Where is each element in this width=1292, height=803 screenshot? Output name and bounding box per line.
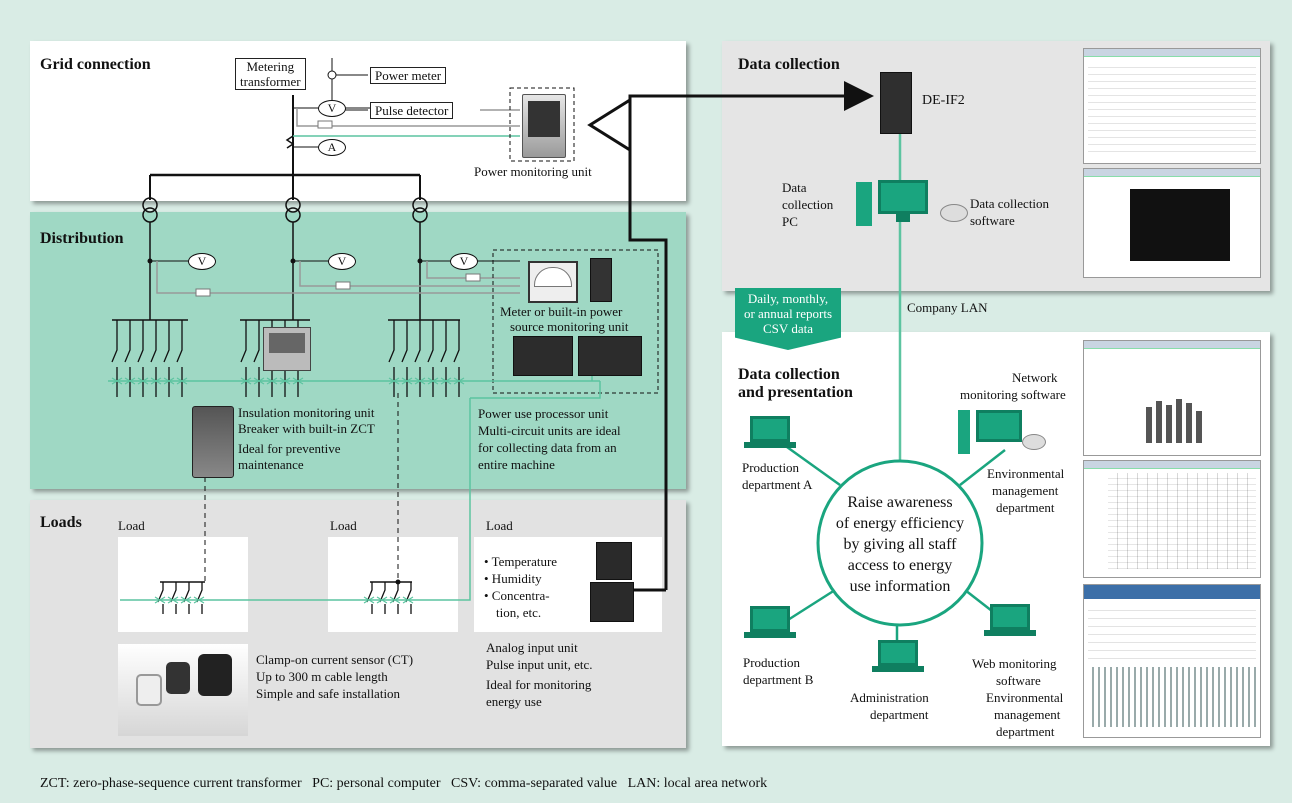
admin-text-1: Administration <box>850 690 929 705</box>
processor-text-3: for collecting data from an <box>478 440 617 455</box>
analog-unit-icon-2 <box>590 582 634 622</box>
heading-presentation-2: and presentation <box>738 384 853 401</box>
software-label-1: Data collection <box>970 196 1050 211</box>
software-label-2: software <box>970 213 1015 228</box>
processor-text-2: Multi-circuit units are ideal <box>478 423 621 438</box>
env-text-3: department <box>996 500 1055 515</box>
reports-badge: Daily, monthly, or annual reports CSV da… <box>735 288 841 350</box>
insulation-text-3: Ideal for preventive <box>238 441 341 456</box>
web-text-5: department <box>996 724 1055 739</box>
insulation-text-2: Breaker with built-in ZCT <box>238 421 375 436</box>
screenshot-graph <box>1083 168 1261 278</box>
heading-data-collection: Data collection <box>738 56 840 73</box>
screenshot-table <box>1083 48 1261 164</box>
load-box-2 <box>328 537 458 632</box>
pc-label-1: Data <box>782 180 807 195</box>
load-label-1: Load <box>118 518 145 533</box>
laptop-icon-prod-a <box>744 416 796 450</box>
processor-text-4: entire machine <box>478 457 555 472</box>
sensor-bullet-1: • Temperature <box>484 554 558 569</box>
meter-label-2: source monitoring unit <box>510 319 629 334</box>
panel-meter-icon <box>528 261 578 303</box>
prod-b-text-2: department B <box>743 672 814 687</box>
insulation-monitor-icon <box>192 406 234 478</box>
breaker-unit-icon <box>263 327 311 371</box>
prod-b-text-1: Production <box>743 655 801 670</box>
server-pc-icon <box>958 410 1048 458</box>
prod-a-text-2: department A <box>742 477 813 492</box>
analog-text-1: Analog input unit <box>486 640 578 655</box>
load-label-3: Load <box>486 518 513 533</box>
ct-text-2: Up to 300 m cable length <box>256 669 388 684</box>
heading-distribution: Distribution <box>40 230 124 247</box>
power-source-unit-icon <box>590 258 612 302</box>
pc-label-2: collection <box>782 197 834 212</box>
env-text-2: management <box>992 483 1059 498</box>
ct-sensor-photo <box>118 644 248 736</box>
pulse-detector-box: Pulse detector <box>370 102 454 119</box>
web-text-3: Environmental <box>986 690 1064 705</box>
processor-unit-icon-2 <box>578 336 642 376</box>
screenshot-env-table <box>1083 460 1261 578</box>
web-text-4: management <box>994 707 1061 722</box>
sensor-bullet-3: • Concentra- <box>484 588 550 603</box>
heading-loads: Loads <box>40 514 82 531</box>
load-box-1 <box>118 537 248 632</box>
admin-text-2: department <box>870 707 929 722</box>
company-lan-label: Company LAN <box>907 300 988 315</box>
insulation-text-1: Insulation monitoring unit <box>238 405 375 420</box>
analog-text-2: Pulse input unit, etc. <box>486 657 593 672</box>
ct-text-1: Clamp-on current sensor (CT) <box>256 652 414 667</box>
voltmeter-3: V <box>450 253 478 270</box>
sensor-bullet-3b: tion, etc. <box>496 605 542 620</box>
web-text-1: Web monitoring <box>972 656 1057 671</box>
sensor-bullet-2: • Humidity <box>484 571 542 586</box>
insulation-text-4: maintenance <box>238 457 304 472</box>
laptop-icon-web <box>984 604 1036 638</box>
pc-label-3: PC <box>782 214 798 229</box>
voltmeter-2: V <box>328 253 356 270</box>
central-message: Raise awareness of energy efficiency by … <box>835 494 965 595</box>
laptop-icon-admin <box>872 640 924 674</box>
prod-a-text-1: Production <box>742 460 800 475</box>
distribution-panel <box>30 212 686 489</box>
meter-label-1: Meter or built-in power <box>500 304 623 319</box>
ammeter-grid: A <box>318 139 346 156</box>
pc-icon <box>856 180 936 230</box>
voltmeter-1: V <box>188 253 216 270</box>
analog-text-4: energy use <box>486 694 542 709</box>
power-monitoring-unit-label: Power monitoring unit <box>474 164 592 179</box>
analog-text-3: Ideal for monitoring <box>486 677 592 692</box>
metering-transformer-box: Metering transformer <box>235 58 306 90</box>
disc-icon <box>940 204 968 222</box>
de-if2-label: DE-IF2 <box>922 93 965 108</box>
footer-abbreviations: ZCT: zero-phase-sequence current transfo… <box>40 776 768 791</box>
web-text-2: software <box>996 673 1041 688</box>
network-text-2: monitoring software <box>960 387 1066 402</box>
voltmeter-grid: V <box>318 100 346 117</box>
env-text-1: Environmental <box>987 466 1065 481</box>
network-text-1: Network <box>1012 370 1058 385</box>
power-meter-box: Power meter <box>370 67 447 84</box>
heading-grid-connection: Grid connection <box>40 56 151 73</box>
load-label-2: Load <box>330 518 357 533</box>
screenshot-web-monitor <box>1083 584 1261 738</box>
ct-text-3: Simple and safe installation <box>256 686 401 701</box>
screenshot-network-chart <box>1083 340 1261 456</box>
processor-text-1: Power use processor unit <box>478 406 609 421</box>
analog-unit-icon-1 <box>596 542 632 580</box>
laptop-icon-prod-b <box>744 606 796 640</box>
de-if2-device-icon <box>880 72 912 134</box>
processor-unit-icon-1 <box>513 336 573 376</box>
heading-presentation-1: Data collection <box>738 366 840 383</box>
power-monitoring-unit-icon <box>522 94 566 158</box>
